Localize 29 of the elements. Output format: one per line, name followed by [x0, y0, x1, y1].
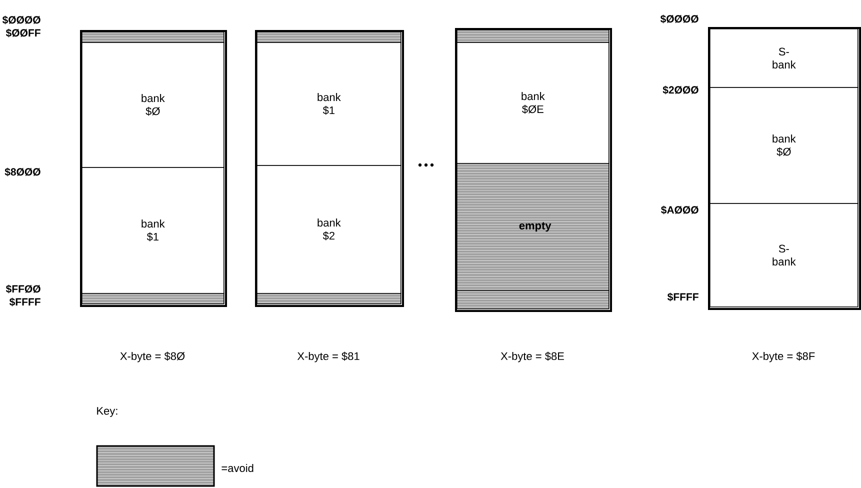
avoid-band — [81, 293, 224, 304]
address-label: $FFFF — [667, 292, 698, 302]
address-label: $2ØØØ — [662, 86, 698, 94]
bank-box: bank $2 — [256, 165, 402, 294]
bank-box: S-bank — [710, 28, 858, 88]
avoid-band — [81, 32, 224, 43]
bank-box: bank $Ø — [710, 87, 858, 204]
address-label: $FFØØ — [6, 284, 40, 294]
bank-box: bank $1 — [256, 42, 402, 166]
key-heading: Key: — [97, 407, 118, 417]
bank-box: bank $1 — [82, 167, 224, 294]
legend-text: =avoid — [222, 464, 254, 472]
bank-box: bank $Ø — [82, 42, 224, 168]
node-label: X-byte = $8Ø — [120, 352, 185, 362]
avoid-band — [256, 32, 402, 43]
avoid-band — [456, 30, 610, 43]
bank-box: bank $ØE — [456, 42, 610, 164]
address-label: $ØØFF — [6, 28, 40, 38]
node-label: X-byte = $8E — [500, 352, 564, 362]
avoid-band — [456, 290, 610, 310]
node-label: X-byte = $8F — [752, 352, 815, 362]
bank-box: S-bank — [710, 203, 858, 308]
address-label: $AØØØ — [661, 206, 698, 214]
address-label: $ØØØØ — [2, 16, 40, 24]
address-label: $8ØØØ — [4, 168, 40, 176]
avoid-band — [256, 293, 402, 304]
address-label: $ØØØØ — [660, 14, 698, 24]
address-label: $FFFF — [9, 298, 40, 306]
node-label: X-byte = $81 — [297, 352, 360, 362]
